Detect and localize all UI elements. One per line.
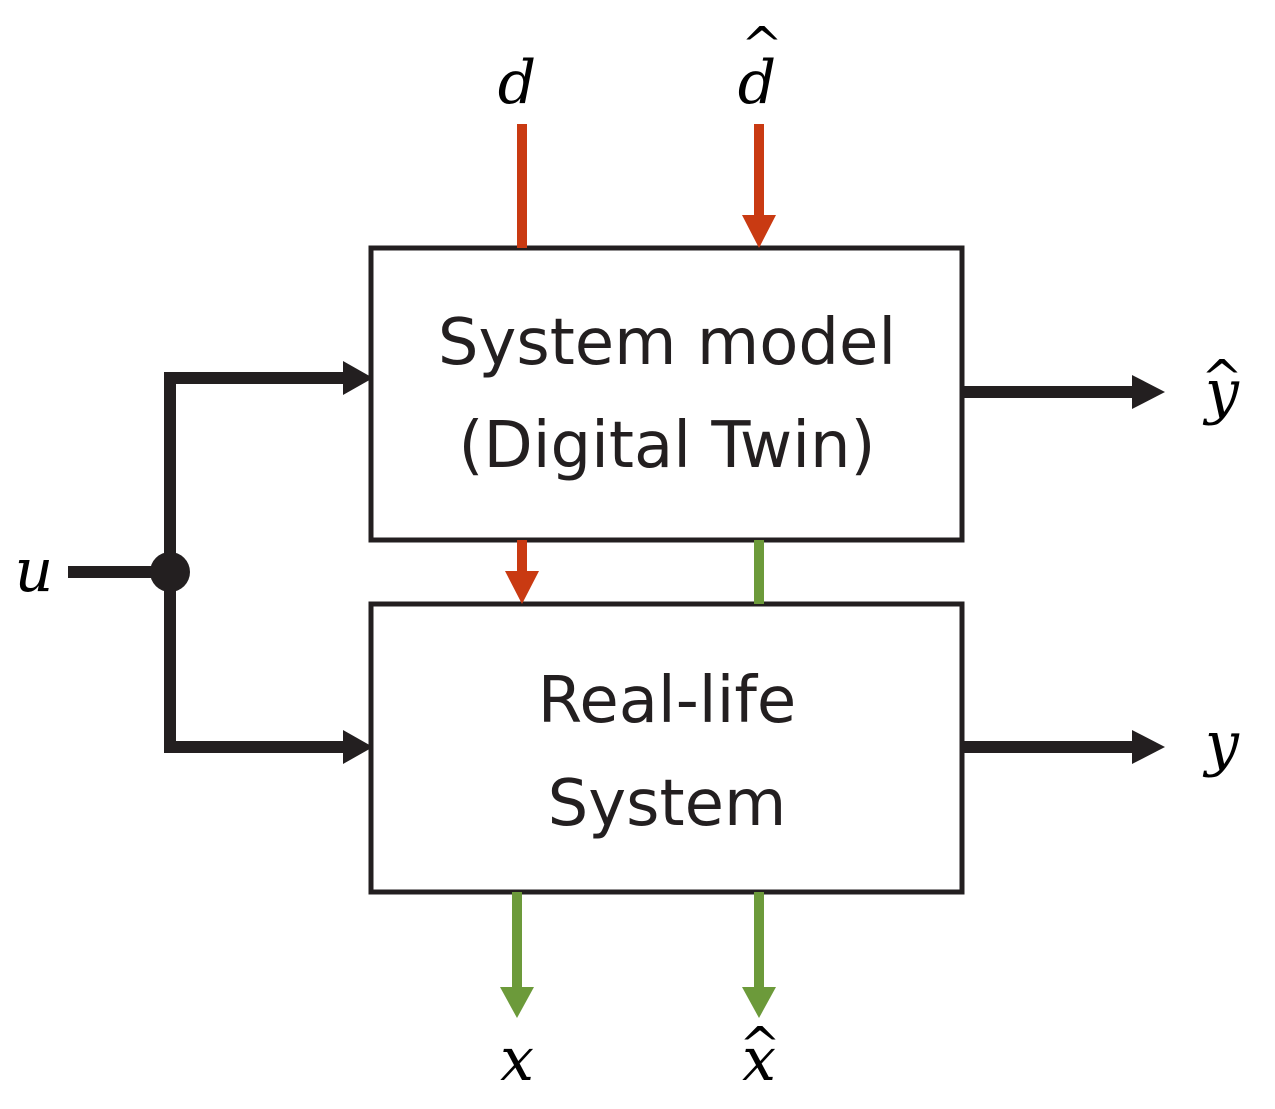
x-arrow-head [500,987,534,1018]
label-y-hat: y [1202,357,1240,427]
system-model-subtitle: (Digital Twin) [458,409,875,483]
real-system-title: Real-life [538,664,797,738]
label-x: x [500,1025,534,1095]
real-system-subtitle: System [548,767,787,841]
label-y: y [1202,709,1240,779]
label-d: d [498,48,536,118]
x-hat-arrow-head [742,987,776,1018]
y-hat-arrow-head [1132,375,1165,409]
label-x-hat: x [742,1025,776,1095]
x-hat-accent: ^ [739,1016,781,1074]
d-hat-arrow-head [742,215,776,248]
system-model-block [368,245,965,543]
input-branch-line [164,372,345,753]
arrow-to-model-head [343,361,373,395]
arrow-to-real-head [343,730,373,764]
y-hat-accent: ^ [1201,349,1243,407]
label-d-hat: d [738,48,776,118]
system-model-title: System model [438,306,896,380]
d-hat-accent: ^ [741,16,783,74]
real-life-system-block [368,601,965,895]
y-arrow-head [1132,730,1165,764]
label-u: u [15,536,54,606]
d-to-real-arrow-head [505,571,539,604]
